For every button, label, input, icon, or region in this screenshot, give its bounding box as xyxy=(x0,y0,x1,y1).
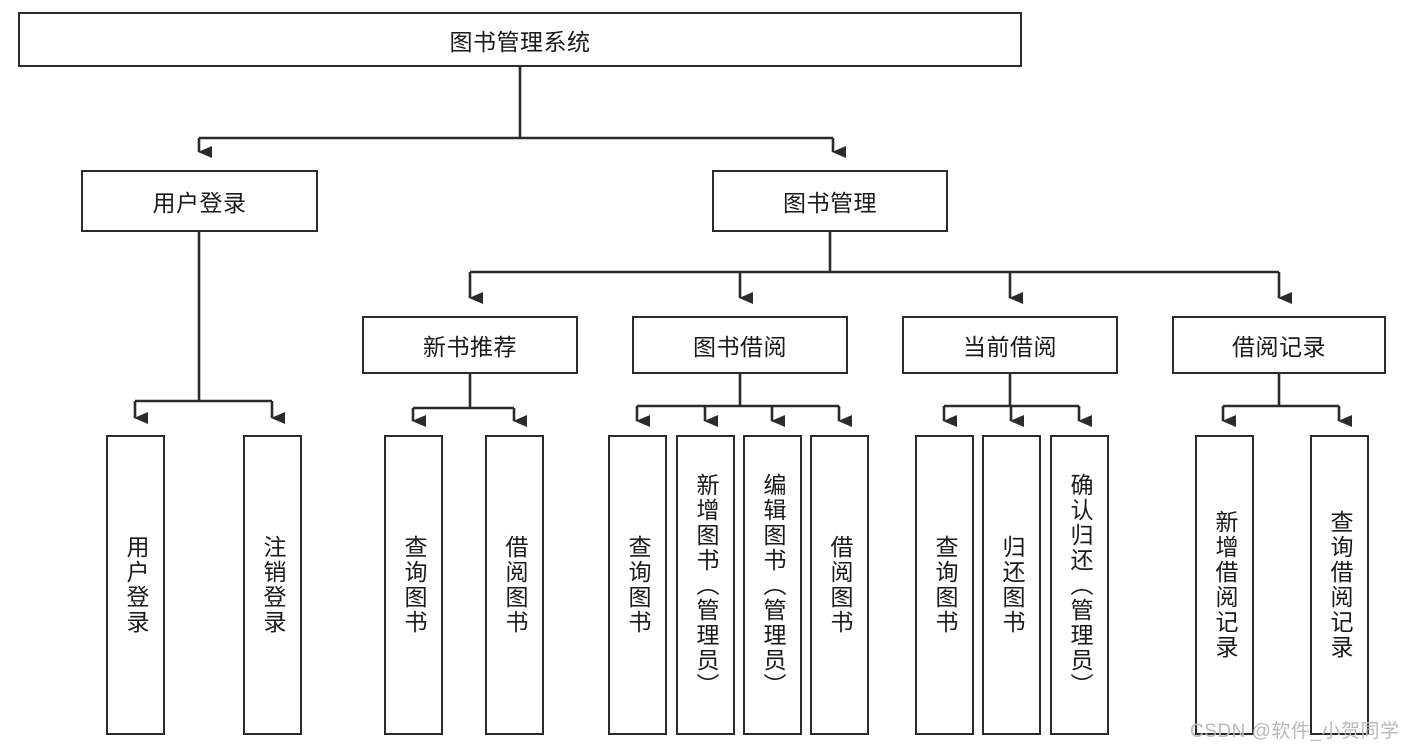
node-new-book-rec-label: 新书推荐 xyxy=(423,334,517,360)
leaf-borrow-book-1-label: 借阅图书 xyxy=(502,535,528,635)
leaf-return-book[interactable]: 归还图书 xyxy=(982,435,1041,735)
node-borrow-record-label: 借阅记录 xyxy=(1232,334,1326,360)
node-root-label: 图书管理系统 xyxy=(449,28,591,55)
leaf-edit-book[interactable]: 编辑图书（管理员） xyxy=(743,435,802,735)
leaf-add-book[interactable]: 新增图书（管理员） xyxy=(676,435,735,735)
leaf-return-book-label: 归还图书 xyxy=(999,535,1025,635)
node-root[interactable]: 图书管理系统 xyxy=(18,12,1022,67)
node-user-login-label: 用户登录 xyxy=(152,190,247,216)
leaf-query-book-3[interactable]: 查询图书 xyxy=(915,435,974,735)
leaf-add-record-label: 新增借阅记录 xyxy=(1212,510,1238,660)
node-current-borrow[interactable]: 当前借阅 xyxy=(902,316,1118,374)
leaf-user-login-label: 用户登录 xyxy=(123,535,149,635)
node-book-manage-label: 图书管理 xyxy=(783,190,877,216)
leaf-add-record[interactable]: 新增借阅记录 xyxy=(1195,435,1254,735)
node-current-borrow-label: 当前借阅 xyxy=(963,334,1057,360)
leaf-query-book-2[interactable]: 查询图书 xyxy=(608,435,667,735)
leaf-add-book-label: 新增图书（管理员） xyxy=(693,472,719,698)
leaf-confirm-return-label: 确认归还（管理员） xyxy=(1067,472,1093,698)
node-user-login[interactable]: 用户登录 xyxy=(81,170,318,232)
leaf-borrow-book-2[interactable]: 借阅图书 xyxy=(810,435,869,735)
leaf-borrow-book-1[interactable]: 借阅图书 xyxy=(485,435,544,735)
leaf-query-book-1-label: 查询图书 xyxy=(401,535,427,635)
node-new-book-rec[interactable]: 新书推荐 xyxy=(362,316,578,374)
node-book-borrow-label: 图书借阅 xyxy=(693,334,787,360)
leaf-user-logout[interactable]: 注销登录 xyxy=(243,435,302,735)
csdn-watermark: CSDN @软件_小贺同学 xyxy=(1190,721,1400,742)
leaf-query-book-1[interactable]: 查询图书 xyxy=(384,435,443,735)
leaf-user-logout-label: 注销登录 xyxy=(260,535,286,635)
node-book-manage[interactable]: 图书管理 xyxy=(712,170,948,232)
leaf-query-book-2-label: 查询图书 xyxy=(625,535,651,635)
leaf-query-record-label: 查询借阅记录 xyxy=(1327,510,1353,660)
node-borrow-record[interactable]: 借阅记录 xyxy=(1172,316,1386,374)
leaf-query-record[interactable]: 查询借阅记录 xyxy=(1310,435,1369,735)
leaf-borrow-book-2-label: 借阅图书 xyxy=(827,535,853,635)
leaf-user-login[interactable]: 用户登录 xyxy=(106,435,165,735)
leaf-query-book-3-label: 查询图书 xyxy=(932,535,958,635)
leaf-confirm-return[interactable]: 确认归还（管理员） xyxy=(1050,435,1109,735)
leaf-edit-book-label: 编辑图书（管理员） xyxy=(760,472,786,698)
node-book-borrow[interactable]: 图书借阅 xyxy=(632,316,848,374)
